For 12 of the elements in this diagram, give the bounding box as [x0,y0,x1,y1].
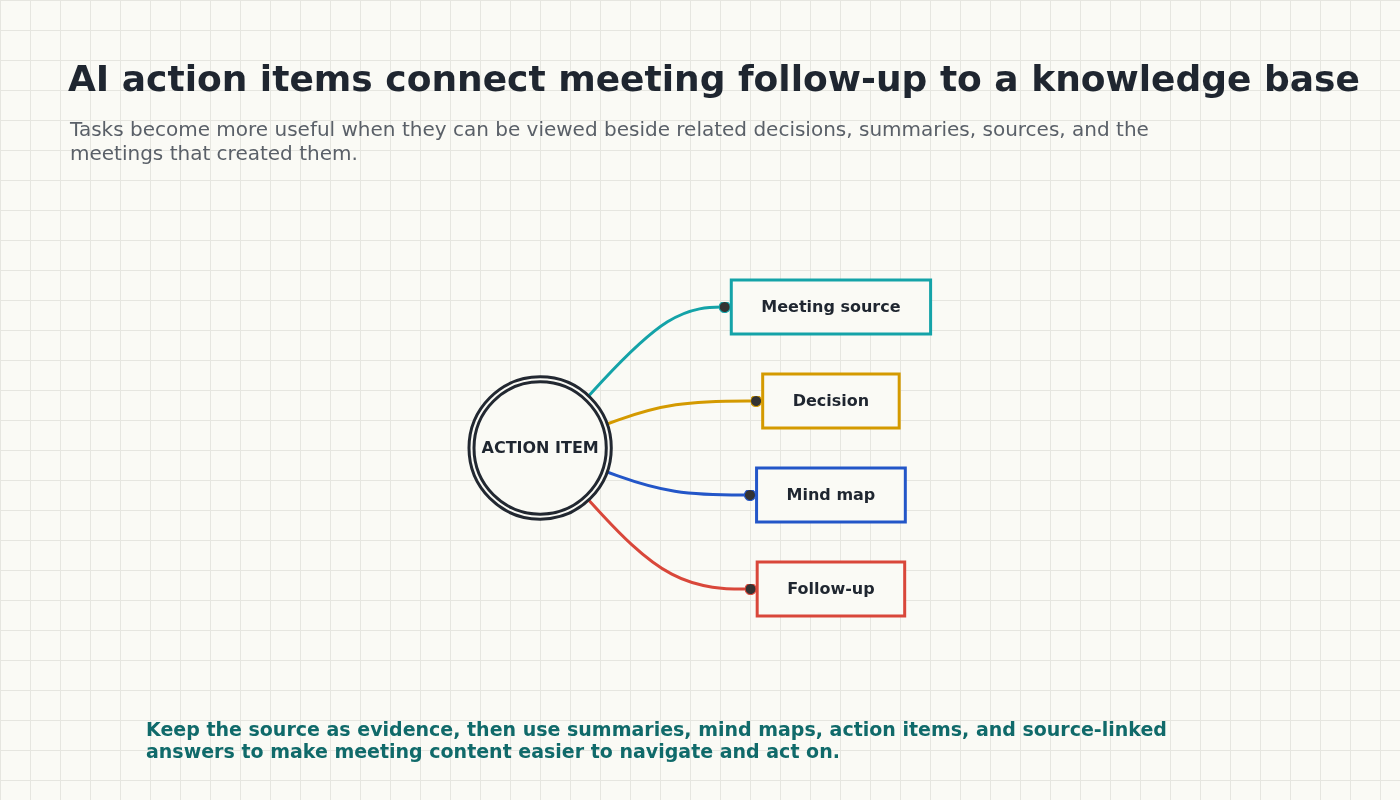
connector-line [606,470,757,501]
center-circle: ACTION ITEM [467,374,613,521]
topic-box: Decision [761,372,901,429]
connector-line [587,498,758,595]
subtitle: Tasks become more useful when they can be viewed beside related decisions, summaries, sources, and the meetings that created them. [70,117,1150,165]
title: AI action items connect meeting follow-up to a knowledge base [68,58,1360,99]
topic-box: Follow-up [755,560,907,617]
topic-box: Mind map [755,466,907,523]
caption: Keep the source as evidence, then use summaries, mind maps, action items, and source-linked answers to make meeting content easier to navigate and act on. [146,718,1168,762]
topic-box: Meeting source [730,278,933,335]
connector-line [606,394,763,425]
connector-line [587,300,732,397]
